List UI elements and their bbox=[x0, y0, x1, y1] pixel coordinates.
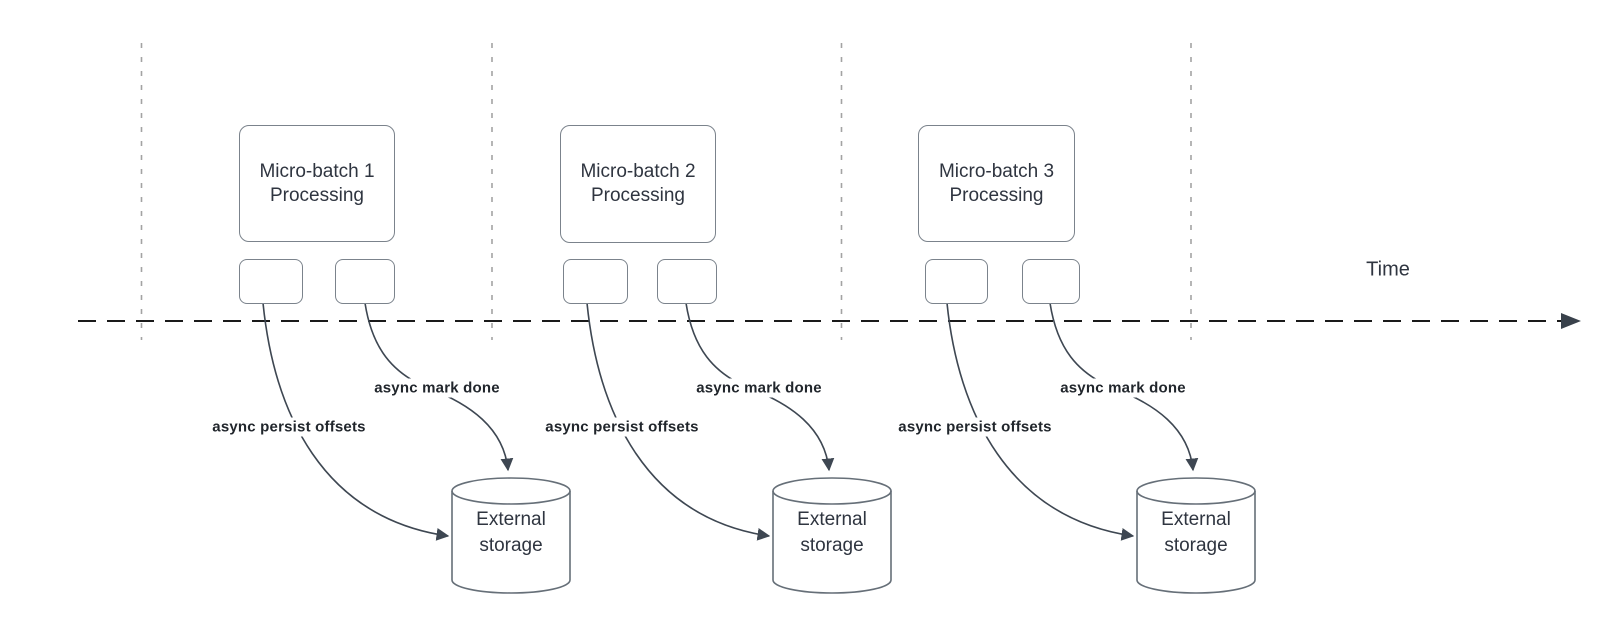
mark-done-task-box-3 bbox=[1022, 259, 1080, 304]
persist-task-box-2 bbox=[563, 259, 628, 304]
time-axis-arrow-icon bbox=[1561, 313, 1581, 329]
storage-cylinder-3 bbox=[1136, 477, 1256, 594]
microbatch-1-box: Micro-batch 1 Processing bbox=[239, 125, 395, 242]
storage-cylinder-1 bbox=[451, 477, 571, 594]
mark-done-task-box-2 bbox=[657, 259, 717, 304]
storage-label-3: External storage bbox=[1161, 509, 1231, 556]
persist-offsets-label-1: async persist offsets bbox=[209, 417, 369, 437]
persist-offsets-arrow-1 bbox=[262, 302, 450, 541]
microbatch-3-box: Micro-batch 3 Processing bbox=[918, 125, 1075, 242]
storage-cylinder-2 bbox=[772, 477, 892, 594]
persist-offsets-label-2: async persist offsets bbox=[542, 417, 702, 437]
storage-label-2: External storage bbox=[797, 509, 867, 556]
persist-offsets-label-3: async persist offsets bbox=[895, 417, 1055, 437]
persist-task-box-1 bbox=[239, 259, 303, 304]
time-axis-label: Time bbox=[1366, 258, 1410, 281]
mark-done-task-box-1 bbox=[335, 259, 395, 304]
mark-done-label-2: async mark done bbox=[693, 378, 825, 398]
mark-done-label-3: async mark done bbox=[1057, 378, 1189, 398]
mark-done-label-1: async mark done bbox=[371, 378, 503, 398]
persist-offsets-arrow-2 bbox=[586, 302, 771, 541]
persist-offsets-arrow-3 bbox=[946, 302, 1135, 541]
storage-label-1: External storage bbox=[476, 509, 546, 556]
microbatch-2-box: Micro-batch 2 Processing bbox=[560, 125, 716, 243]
persist-task-box-3 bbox=[925, 259, 988, 304]
